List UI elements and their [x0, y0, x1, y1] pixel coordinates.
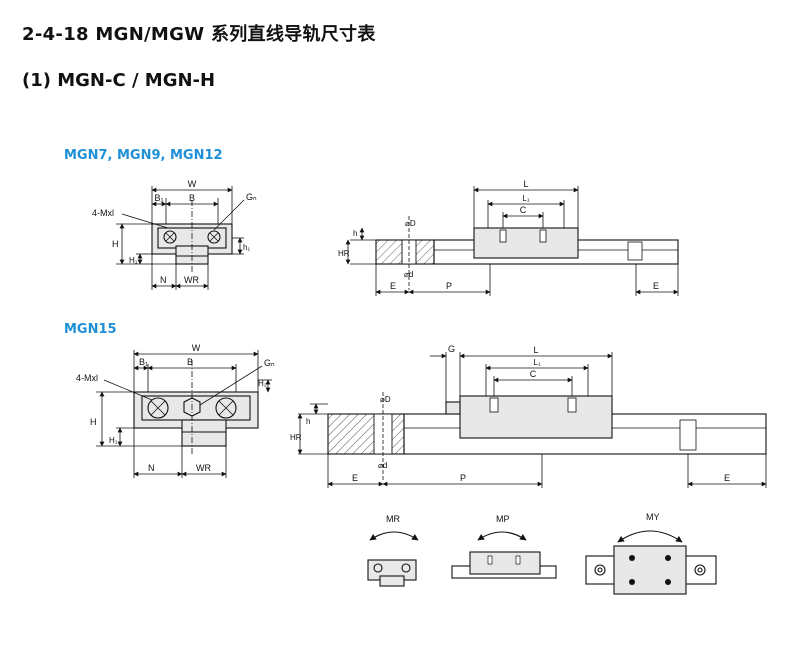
dim-mount-screw: 4-Mxl	[92, 208, 114, 218]
section-label-mgn15: MGN15	[64, 322, 117, 337]
dim-L1: L₁	[522, 194, 529, 203]
grease-nipple-side	[445, 401, 461, 415]
dim-d-15: ⌀d	[378, 461, 387, 470]
dim-L1-15: L₁	[533, 358, 540, 367]
dim-d: ⌀d	[404, 270, 413, 279]
dim-E-left: E	[390, 281, 396, 291]
dim-h-15: h	[306, 417, 310, 426]
dim-B: B	[189, 193, 195, 203]
carriage-side-15	[459, 395, 613, 439]
rail-section-hatched-15	[327, 413, 405, 455]
dim-P-15: P	[460, 473, 466, 483]
moment-mp: MP	[451, 514, 557, 579]
page-title: 2-4-18 MGN/MGW 系列直线导轨尺寸表	[22, 24, 376, 45]
dim-B-15: B	[187, 357, 193, 367]
ball-left-icon	[163, 230, 177, 244]
dim-D: ⌀D	[405, 219, 416, 228]
side-view-mgn15: ⌀D ⌀d G L L₁ C HR h E P E	[290, 344, 767, 488]
dim-Gn-15: Gₙ	[264, 358, 275, 368]
ball-right-15-icon	[215, 397, 237, 419]
dim-L: L	[523, 179, 528, 189]
dim-L-15: L	[533, 345, 538, 355]
dim-E-left-15: E	[352, 473, 358, 483]
dim-W: W	[188, 179, 197, 189]
dim-Gn: Gₙ	[246, 192, 257, 202]
dim-H2-15: H₂	[258, 379, 267, 388]
rotate-arrow-my-icon	[617, 530, 683, 543]
dim-H-15: H	[90, 417, 97, 427]
rotate-arrow-mp-icon	[477, 531, 527, 541]
dim-HR-15: HR	[290, 433, 302, 442]
dim-B1-15: B₁	[139, 357, 148, 367]
dim-h: h	[353, 229, 357, 238]
label-MY: MY	[646, 512, 660, 522]
side-view-small: ⌀D ⌀d L L₁ C HR h E P E	[338, 179, 679, 296]
rail-profile-15	[181, 419, 227, 447]
dim-WR-15: WR	[196, 463, 211, 473]
ball-left-15-icon	[147, 397, 169, 419]
front-view-mgn15: W B₁ B Gₙ H₂ 4-Mxl H H₁ N WR	[76, 343, 275, 478]
dim-E-right: E	[653, 281, 659, 291]
moment-my: MY	[585, 512, 717, 595]
dim-N: N	[160, 275, 167, 285]
dim-H1: H₁	[129, 256, 138, 265]
label-MP: MP	[496, 514, 510, 524]
dim-h1: h₁	[243, 243, 250, 252]
block-side-icon	[469, 551, 541, 575]
dim-B1: B₁	[154, 193, 163, 203]
front-view-small: W B₁ B Gₙ 4-Mxl H H₁ h₁ N WR	[92, 179, 257, 290]
page-subtitle: (1) MGN-C / MGN-H	[22, 70, 216, 91]
block-top-icon	[613, 545, 687, 595]
dim-C: C	[520, 205, 527, 215]
label-MR: MR	[386, 514, 400, 524]
dim-HR: HR	[338, 249, 350, 258]
ball-right-icon	[207, 230, 221, 244]
dim-H: H	[112, 239, 119, 249]
dim-G-15: G	[448, 344, 455, 354]
section-label-mgn7-9-12: MGN7, MGN9, MGN12	[64, 148, 223, 163]
dim-WR: WR	[184, 275, 199, 285]
dim-W-15: W	[192, 343, 201, 353]
rotate-arrow-mr-icon	[369, 531, 419, 541]
dim-C-15: C	[530, 369, 537, 379]
dim-H1-15: H₁	[109, 436, 118, 445]
dim-P: P	[446, 281, 452, 291]
dim-N-15: N	[148, 463, 155, 473]
moment-mr: MR	[367, 514, 419, 587]
dim-E-right-15: E	[724, 473, 730, 483]
dim-D-15: ⌀D	[380, 395, 391, 404]
dim-mount-screw-15: 4-Mxl	[76, 373, 98, 383]
carriage-side	[473, 227, 579, 259]
